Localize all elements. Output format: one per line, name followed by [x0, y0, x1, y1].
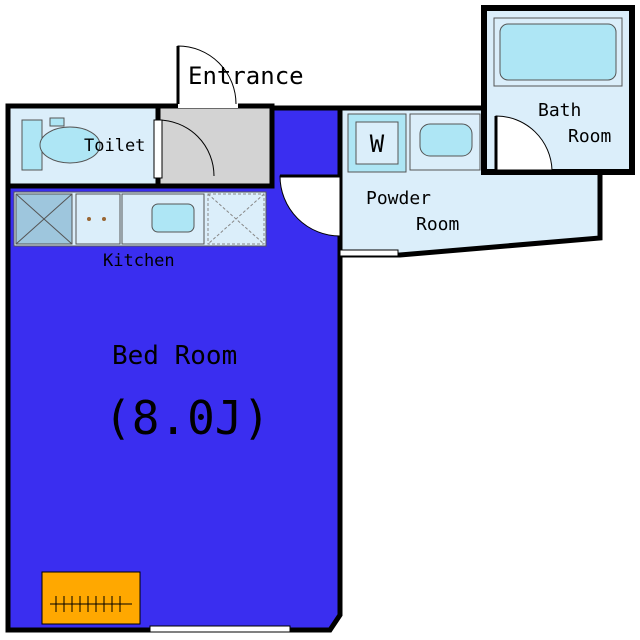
powder-room-door-icon [279, 174, 341, 237]
bed-room-label: Bed Room [112, 341, 237, 371]
entrance-floor [155, 103, 275, 189]
entrance-door-icon [176, 45, 238, 108]
powder-room-label-line2: Room [416, 214, 459, 235]
powder-room-label-line1: Powder [366, 188, 431, 209]
washer-icon: W [347, 113, 407, 173]
floor-heater-icon [41, 571, 141, 625]
bath-room-label-line2: Room [568, 126, 611, 147]
door-swing-icon [153, 119, 215, 179]
kitchen-label: Kitchen [103, 251, 175, 271]
bathtub-icon [493, 17, 623, 87]
bath-door-icon [494, 115, 553, 171]
powder-sink-icon [409, 113, 481, 171]
toilet-icon [21, 117, 101, 171]
toilet-label: Toilet [84, 136, 145, 156]
kitchen-storage-icon [15, 193, 73, 245]
sink-icon [121, 193, 205, 245]
washer-label: W [370, 130, 385, 158]
bed-room-size-label: (8.0J) [104, 391, 270, 445]
stove-icon [75, 193, 121, 245]
kitchen-shelf-icon [207, 193, 265, 245]
entrance-label: Entrance [188, 62, 304, 90]
bath-room-label-line1: Bath [538, 100, 581, 121]
window-icon [149, 249, 399, 633]
